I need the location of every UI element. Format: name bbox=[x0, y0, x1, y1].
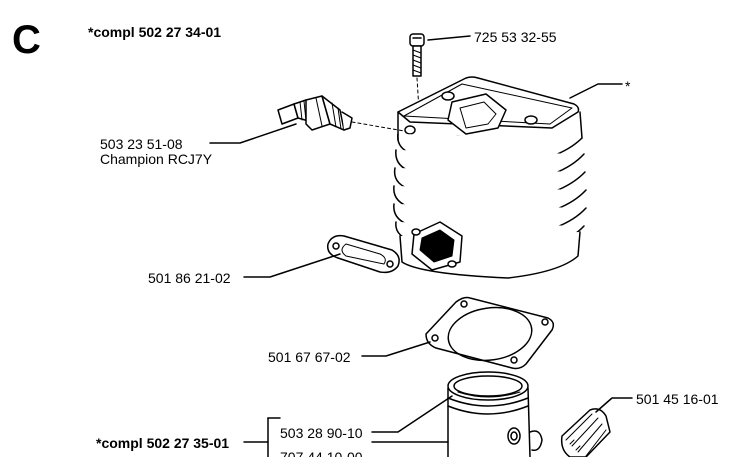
piston-kit-number: *compl 502 27 35-01 bbox=[96, 435, 230, 451]
spark-plug-part-number: 503 23 51-08 bbox=[100, 136, 183, 152]
spark-plug-brand: Champion RCJ7Y bbox=[100, 151, 213, 167]
gasket-top-marker: * bbox=[625, 78, 631, 94]
piston-part-number: 503 28 90-10 bbox=[280, 425, 363, 441]
screw-part-number: 725 53 32-55 bbox=[474, 29, 557, 45]
bearing-leader-line bbox=[595, 397, 633, 413]
spark-plug bbox=[277, 95, 411, 133]
piston-leader-line bbox=[371, 395, 453, 433]
base-gasket bbox=[425, 296, 555, 370]
exhaust-gasket-leader-line bbox=[243, 253, 341, 278]
screw-leader-line bbox=[427, 35, 471, 41]
header-kit-number: *compl 502 27 34-01 bbox=[88, 24, 222, 40]
piston bbox=[447, 371, 543, 457]
gasket-leader-line bbox=[569, 83, 623, 99]
cylinder-screw bbox=[409, 33, 425, 111]
cut-off-part-number: 707 44 10-00 bbox=[280, 449, 363, 457]
exhaust-gasket-part-number: 501 86 21-02 bbox=[148, 270, 231, 286]
needle-bearing bbox=[560, 408, 611, 457]
cylinder bbox=[393, 76, 587, 279]
spark-plug-leader-line bbox=[209, 123, 297, 144]
bearing-part-number: 501 45 16-01 bbox=[636, 391, 719, 407]
base-gasket-part-number: 501 67 67-02 bbox=[268, 349, 351, 365]
kit-bracket bbox=[243, 417, 281, 457]
base-gasket-leader-line bbox=[361, 341, 431, 357]
section-letter: C bbox=[12, 18, 41, 62]
